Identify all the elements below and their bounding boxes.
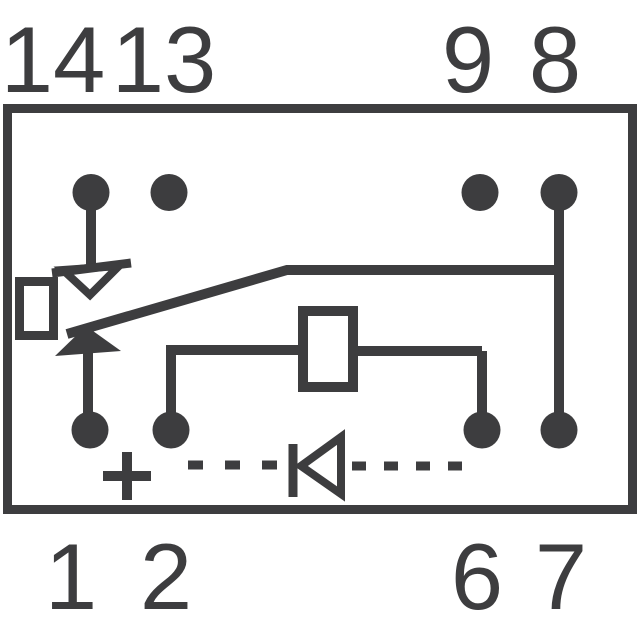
pin-label-14: 14 — [1, 7, 106, 112]
pin-dot-7 — [540, 411, 578, 449]
contact-arrow-solid-icon — [55, 326, 121, 356]
pin-label-8: 8 — [529, 7, 581, 112]
pin-dot-14 — [72, 174, 110, 211]
component-outline-box — [3, 104, 637, 514]
open-arrow-bar-layer — [51, 258, 132, 278]
pin-dot-13 — [150, 174, 188, 211]
pin-label-7: 7 — [535, 524, 587, 629]
contact-arrow-crossbar — [51, 258, 132, 278]
pin-dot-1 — [71, 411, 109, 449]
pin-label-layer: 14 13 9 8 1 2 6 7 — [1, 7, 587, 629]
pin-dot-8 — [540, 174, 578, 211]
pin-label-6: 6 — [451, 524, 503, 629]
coil-rectangle — [298, 306, 358, 392]
diode-triangle-icon — [294, 429, 345, 502]
pin-label-13: 13 — [112, 7, 217, 112]
pin-dot-2 — [152, 411, 190, 449]
pin-label-1: 1 — [45, 524, 97, 629]
polarity-plus-icon — [103, 452, 151, 500]
ink-fill-layer — [55, 174, 578, 449]
pin-label-9: 9 — [442, 7, 494, 112]
pin-dot-9 — [461, 174, 499, 211]
armature-contact-wire — [65, 265, 556, 339]
pin-dot-6 — [463, 411, 501, 449]
pin-label-2: 2 — [140, 524, 192, 629]
left-terminal-rect — [15, 277, 58, 340]
